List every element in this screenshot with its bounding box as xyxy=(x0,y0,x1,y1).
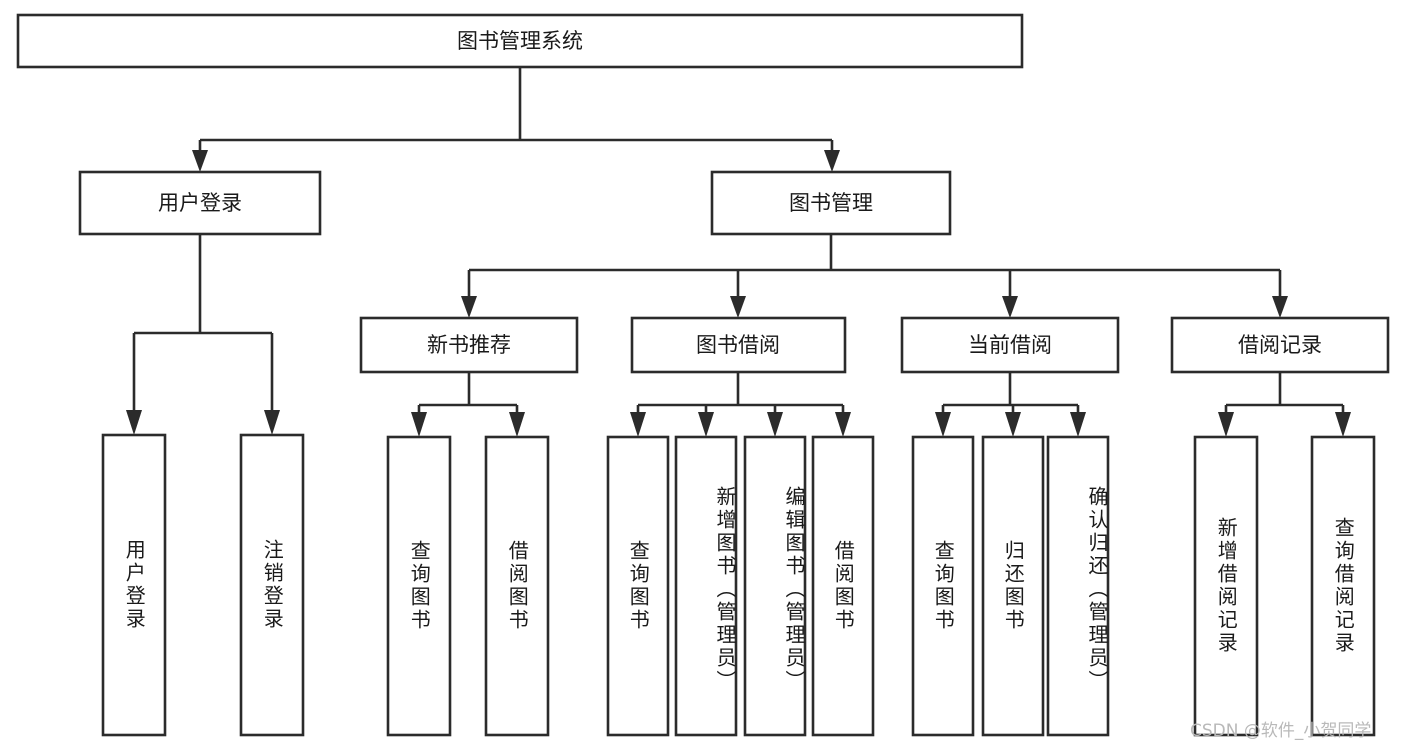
arrowhead-leaf-add-record xyxy=(1218,412,1234,437)
node-root-label: 图书管理系统 xyxy=(457,29,583,53)
node-current-borrow-box[interactable] xyxy=(900,316,1120,374)
connector-bookmanage-to-level3 xyxy=(467,234,1282,304)
arrowhead-leaf-query-book-borrow xyxy=(630,412,646,437)
leaf-box-confirm-return[interactable] xyxy=(1046,435,1110,737)
connector-newbook-to-leaves xyxy=(417,372,519,420)
leaf-box-user-login[interactable] xyxy=(101,433,167,737)
node-book-borrow-label: 图书借阅 xyxy=(696,333,780,357)
leaf-box-borrow-book[interactable] xyxy=(811,435,875,737)
leaf-box-return-book[interactable] xyxy=(981,435,1045,737)
arrowhead-leaf-user-login xyxy=(126,410,142,435)
arrowhead-to-book-borrow xyxy=(730,296,746,318)
arrowhead-leaf-return-book xyxy=(1005,412,1021,437)
arrowhead-leaf-edit-book xyxy=(767,412,783,437)
node-user-login-box[interactable] xyxy=(78,170,322,236)
connector-group xyxy=(126,67,1351,437)
leaf-box-query-book-rec[interactable] xyxy=(386,435,452,737)
leaf-box-borrow-book-rec[interactable] xyxy=(484,435,550,737)
leaf-box-query-record[interactable] xyxy=(1310,435,1376,737)
arrowhead-leaf-query-book-current xyxy=(935,412,951,437)
leaf-box-add-record[interactable] xyxy=(1193,435,1259,737)
csdn-watermark: CSDN @软件_小贺同学 xyxy=(1190,721,1372,741)
leaf-box-edit-book[interactable] xyxy=(743,435,807,737)
node-borrow-record-label: 借阅记录 xyxy=(1238,333,1322,357)
arrowhead-leaf-borrow-book xyxy=(835,412,851,437)
node-book-manage-box[interactable] xyxy=(710,170,952,236)
leaf-box-query-book-borrow[interactable] xyxy=(606,435,670,737)
node-group: 图书管理系统 用户登录 图书管理 新书推荐 图书借阅 当前借阅 借阅记录 xyxy=(16,13,1390,737)
node-book-borrow-box[interactable] xyxy=(630,316,847,374)
node-user-login-label: 用户登录 xyxy=(158,191,242,215)
node-book-manage-label: 图书管理 xyxy=(789,191,873,215)
arrowhead-leaf-borrow-book-rec xyxy=(509,412,525,437)
connector-root-to-level2 xyxy=(198,67,834,158)
arrowhead-leaf-add-book xyxy=(698,412,714,437)
arrowhead-to-user-login xyxy=(192,150,208,172)
leaf-box-logout[interactable] xyxy=(239,433,305,737)
connector-borrowrecord-to-leaves xyxy=(1224,372,1345,420)
node-new-book-rec-box[interactable] xyxy=(359,316,579,374)
connector-bookborrow-to-leaves xyxy=(636,372,845,420)
arrowhead-to-book-manage xyxy=(824,150,840,172)
node-new-book-rec-label: 新书推荐 xyxy=(427,333,511,357)
node-root-box[interactable] xyxy=(16,13,1024,69)
arrowhead-to-new-book-rec xyxy=(461,296,477,318)
leaf-box-query-book-current[interactable] xyxy=(911,435,975,737)
leaf-box-add-book[interactable] xyxy=(674,435,738,737)
arrowhead-leaf-query-record xyxy=(1335,412,1351,437)
node-current-borrow-label: 当前借阅 xyxy=(968,333,1052,357)
arrowhead-leaf-query-book-rec xyxy=(411,412,427,437)
arrowhead-to-current-borrow xyxy=(1002,296,1018,318)
node-borrow-record-box[interactable] xyxy=(1170,316,1390,374)
connector-userlogin-to-leaves xyxy=(132,234,274,418)
arrowhead-to-borrow-record xyxy=(1272,296,1288,318)
arrowhead-leaf-logout xyxy=(264,410,280,435)
arrowhead-leaf-confirm-return xyxy=(1070,412,1086,437)
